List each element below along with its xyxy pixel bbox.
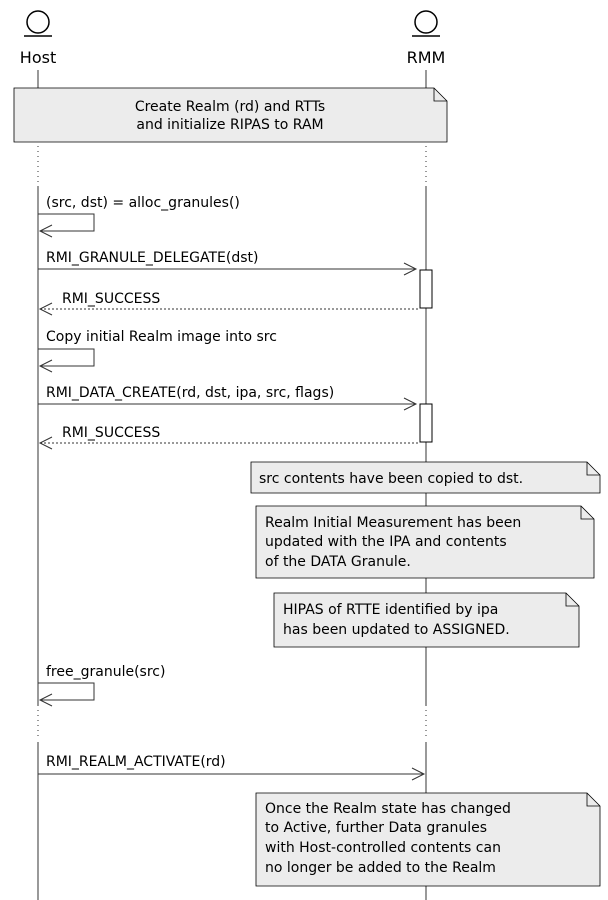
arrowhead-icon <box>38 302 53 316</box>
message-delegate-reply: RMI_SUCCESS <box>38 291 420 316</box>
note-measurement-line-3: of the DATA Granule. <box>265 554 411 570</box>
note-measurement: Realm Initial Measurement has been updat… <box>255 505 595 579</box>
message-alloc-label: (src, dst) = alloc_granules() <box>46 195 240 211</box>
note-hipas-line-1: HIPAS of RTTE identified by ipa <box>283 602 498 618</box>
note-active: Once the Realm state has changed to Acti… <box>255 792 601 887</box>
message-alloc-granules: (src, dst) = alloc_granules() <box>38 195 240 238</box>
arrowhead-icon <box>38 693 53 707</box>
message-free-label: free_granule(src) <box>46 664 165 680</box>
message-realm-activate: RMI_REALM_ACTIVATE(rd) <box>38 754 426 781</box>
message-data-create: RMI_DATA_CREATE(rd, dst, ipa, src, flags… <box>38 385 418 411</box>
arrowhead-icon <box>403 397 418 411</box>
note-active-line-1: Once the Realm state has changed <box>265 801 511 817</box>
message-delegate-label: RMI_GRANULE_DELEGATE(dst) <box>46 250 259 266</box>
note-active-line-3: with Host-controlled contents can <box>265 840 501 856</box>
message-data-create-reply-label: RMI_SUCCESS <box>62 425 160 441</box>
note-measurement-line-1: Realm Initial Measurement has been <box>265 515 521 531</box>
rmm-actor-icon <box>414 10 438 34</box>
note-create-realm: Create Realm (rd) and RTTs and initializ… <box>13 87 448 143</box>
rmm-activation-data-create <box>419 403 433 443</box>
message-copy-image: Copy initial Realm image into src <box>38 329 277 373</box>
note-hipas: HIPAS of RTTE identified by ipa has been… <box>273 592 580 648</box>
rmm-participant-label: RMM <box>407 48 446 67</box>
note-copied-line-1: src contents have been copied to dst. <box>259 471 523 487</box>
note-active-line-4: no longer be added to the Realm <box>265 860 496 876</box>
note-active-line-2: to Active, further Data granules <box>265 820 487 836</box>
arrowhead-icon <box>411 767 426 781</box>
message-activate-label: RMI_REALM_ACTIVATE(rd) <box>46 754 226 770</box>
message-delegate-reply-label: RMI_SUCCESS <box>62 291 160 307</box>
note-measurement-line-2: updated with the IPA and contents <box>265 534 507 550</box>
message-copy-image-label: Copy initial Realm image into src <box>46 329 277 345</box>
note-copied: src contents have been copied to dst. <box>250 461 601 494</box>
message-granule-delegate: RMI_GRANULE_DELEGATE(dst) <box>38 250 418 276</box>
host-actor-icon <box>26 10 50 34</box>
arrowhead-icon <box>38 436 53 450</box>
arrowhead-icon <box>403 262 418 276</box>
message-data-create-reply: RMI_SUCCESS <box>38 425 420 450</box>
message-free-granule: free_granule(src) <box>38 664 165 707</box>
rmm-activation-delegate <box>419 269 433 309</box>
note-create-realm-line-1: Create Realm (rd) and RTTs <box>135 99 325 115</box>
note-hipas-line-2: has been updated to ASSIGNED. <box>283 622 510 638</box>
message-data-create-label: RMI_DATA_CREATE(rd, dst, ipa, src, flags… <box>46 385 334 401</box>
note-create-realm-line-2: and initialize RIPAS to RAM <box>136 117 323 133</box>
arrowhead-icon <box>38 359 53 373</box>
host-participant-label: Host <box>20 48 56 67</box>
arrowhead-icon <box>38 224 53 238</box>
